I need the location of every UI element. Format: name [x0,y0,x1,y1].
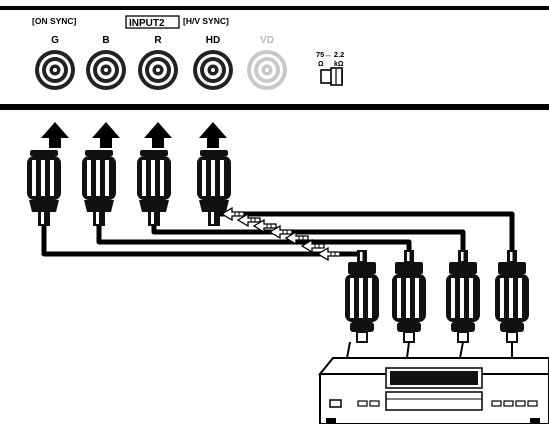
bnc-jack-icon [35,50,75,90]
bnc-jack-icon [247,50,287,90]
slide-switch-icon [320,67,343,86]
bnc-jack-icon [138,50,178,90]
up-arrow-icon [144,122,172,148]
hv-sync-label: [H/V SYNC] [183,16,229,26]
up-arrow-icon [92,122,120,148]
connector-vd: VD [247,35,287,90]
input-name-label: INPUT2 [129,18,165,29]
connector-r-label: R [154,35,162,46]
bnc-plug-icon [344,249,380,343]
connector-g[interactable]: G [35,35,75,90]
panel-bottom-edge [0,104,549,110]
switch-left-label: Ω [318,61,324,68]
bnc-plug-icon [27,150,61,226]
connector-b-label: B [102,35,109,46]
input-panel: [ON SYNC] INPUT2 [H/V SYNC] G B R HD VD … [0,6,549,110]
connector-hd[interactable]: HD [193,35,233,90]
termination-switch[interactable]: 75↔ 2.2 Ω kΩ [316,50,344,86]
connector-r[interactable]: R [138,35,178,90]
on-sync-label: [ON SYNC] [32,16,77,26]
connector-vd-label: VD [260,35,274,46]
input-name-frame [125,15,180,29]
cables [39,209,517,270]
connector-g-label: G [51,35,59,46]
projector-side-plugs [27,150,231,226]
bnc-plug-icon [82,150,116,226]
insert-arrows [41,122,227,148]
connector-hd-label: HD [206,35,220,46]
bnc-plug-icon [494,249,530,343]
switch-top-label: 75↔ 2.2 [316,50,344,59]
source-side-plugs [344,249,530,359]
bnc-plug-icon [445,249,481,343]
up-arrow-icon [199,122,227,148]
switch-right-label: kΩ [334,61,344,68]
bnc-jack-icon [193,50,233,90]
up-arrow-icon [41,122,69,148]
panel-top-edge [0,6,549,10]
source-device-icon [317,357,549,424]
bnc-plug-icon [137,150,171,226]
connector-b[interactable]: B [86,35,126,90]
bnc-jack-icon [86,50,126,90]
bnc-plug-icon [391,249,427,343]
